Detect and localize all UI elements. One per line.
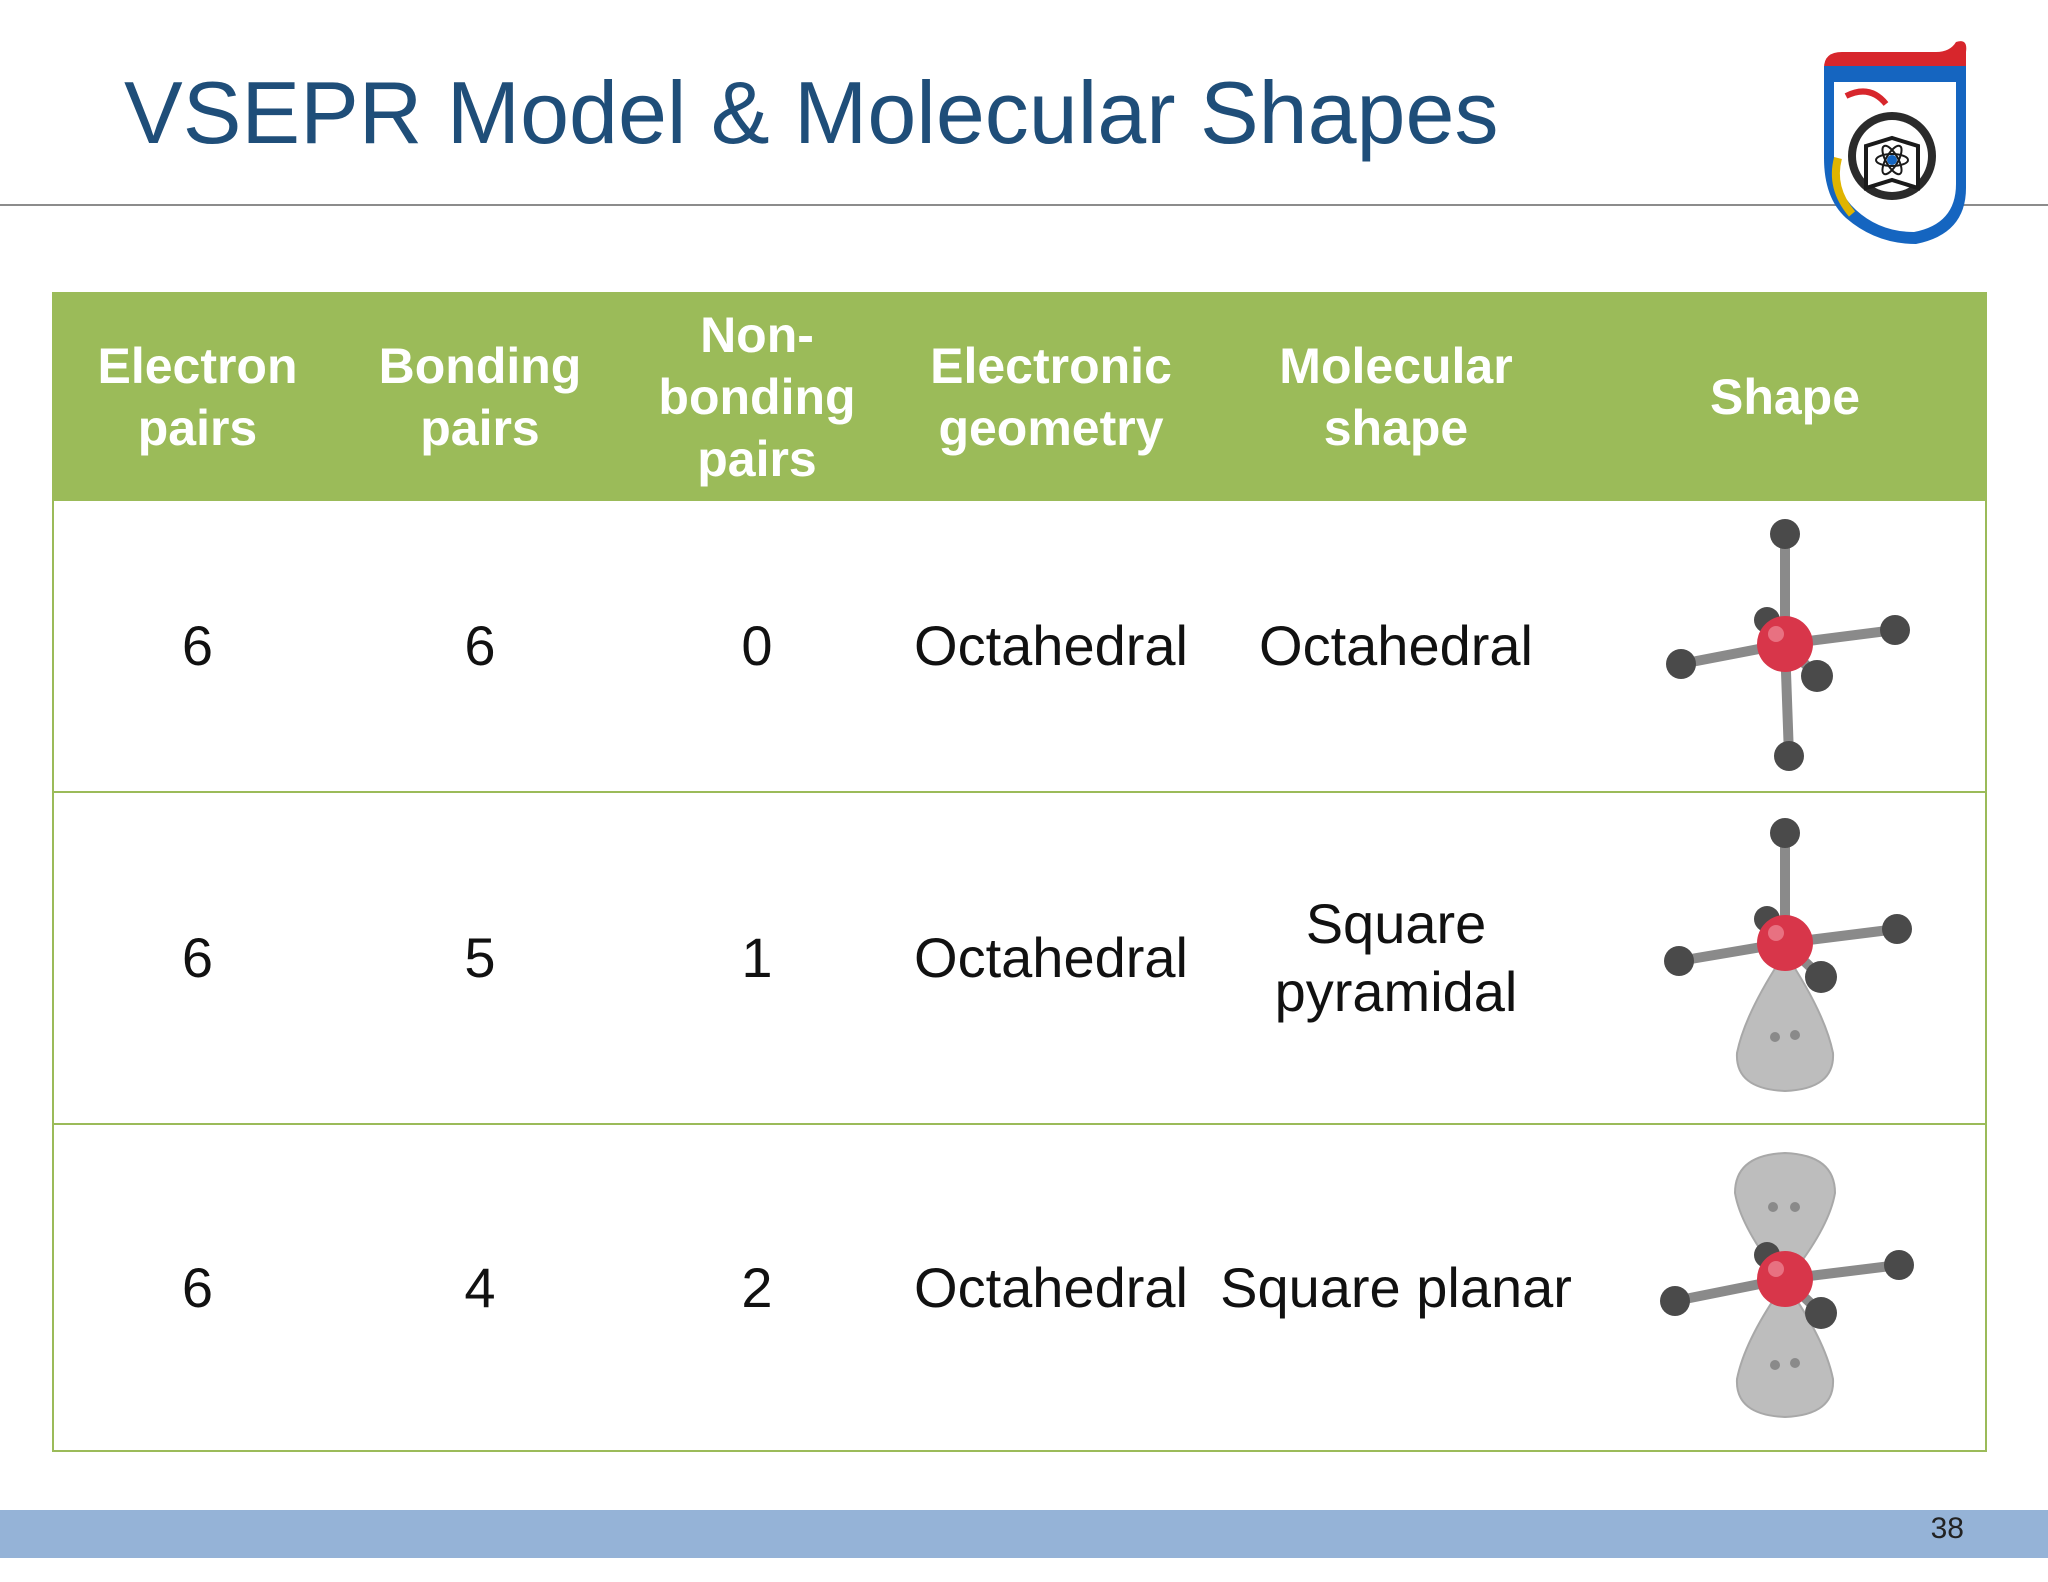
vsepr-table: Electron pairs Bonding pairs Non-bonding… (52, 292, 1987, 1452)
cell-bonding-pairs: 6 (341, 499, 619, 792)
table-row: 6 4 2 Octahedral Square planar (53, 1123, 1986, 1451)
cell-nonbonding-pairs: 0 (619, 499, 895, 792)
square-planar-molecule-icon (1660, 1151, 1914, 1418)
table-row: 6 5 1 Octahedral Square pyramidal (53, 791, 1986, 1124)
header-electronic-geometry: Electronic geometry (895, 293, 1207, 500)
header-nonbonding-pairs: Non-bonding pairs (619, 293, 895, 500)
cell-shape (1585, 499, 1986, 792)
cell-bonding-pairs: 4 (341, 1123, 619, 1451)
table-header-row: Electron pairs Bonding pairs Non-bonding… (53, 293, 1986, 500)
cell-shape (1585, 791, 1986, 1124)
cell-electron-pairs: 6 (53, 499, 341, 792)
title-divider (0, 204, 2048, 206)
cell-electronic-geometry: Octahedral (895, 499, 1207, 792)
cell-electronic-geometry: Octahedral (895, 1123, 1207, 1451)
header-molecular-shape: Molecular shape (1207, 293, 1585, 500)
page-number: 38 (1930, 1512, 1964, 1545)
header-electron-pairs: Electron pairs (53, 293, 341, 500)
university-logo (1824, 41, 1967, 244)
cell-nonbonding-pairs: 1 (619, 791, 895, 1124)
octahedral-molecule-icon (1666, 519, 1910, 771)
cell-electron-pairs: 6 (53, 1123, 341, 1451)
cell-shape (1585, 1123, 1986, 1451)
footer-bar (0, 1510, 2048, 1558)
slide-title: VSEPR Model & Molecular Shapes (124, 63, 1499, 162)
header-bonding-pairs: Bonding pairs (341, 293, 619, 500)
square-pyramidal-molecule-icon (1664, 818, 1912, 1093)
cell-molecular-shape: Square pyramidal (1207, 791, 1585, 1124)
cell-molecular-shape: Square planar (1207, 1123, 1585, 1451)
cell-electronic-geometry: Octahedral (895, 791, 1207, 1124)
cell-bonding-pairs: 5 (341, 791, 619, 1124)
cell-molecular-shape: Octahedral (1207, 499, 1585, 792)
header-shape: Shape (1585, 293, 1986, 500)
cell-nonbonding-pairs: 2 (619, 1123, 895, 1451)
cell-electron-pairs: 6 (53, 791, 341, 1124)
table-row: 6 6 0 Octahedral Octahedral (53, 499, 1986, 792)
